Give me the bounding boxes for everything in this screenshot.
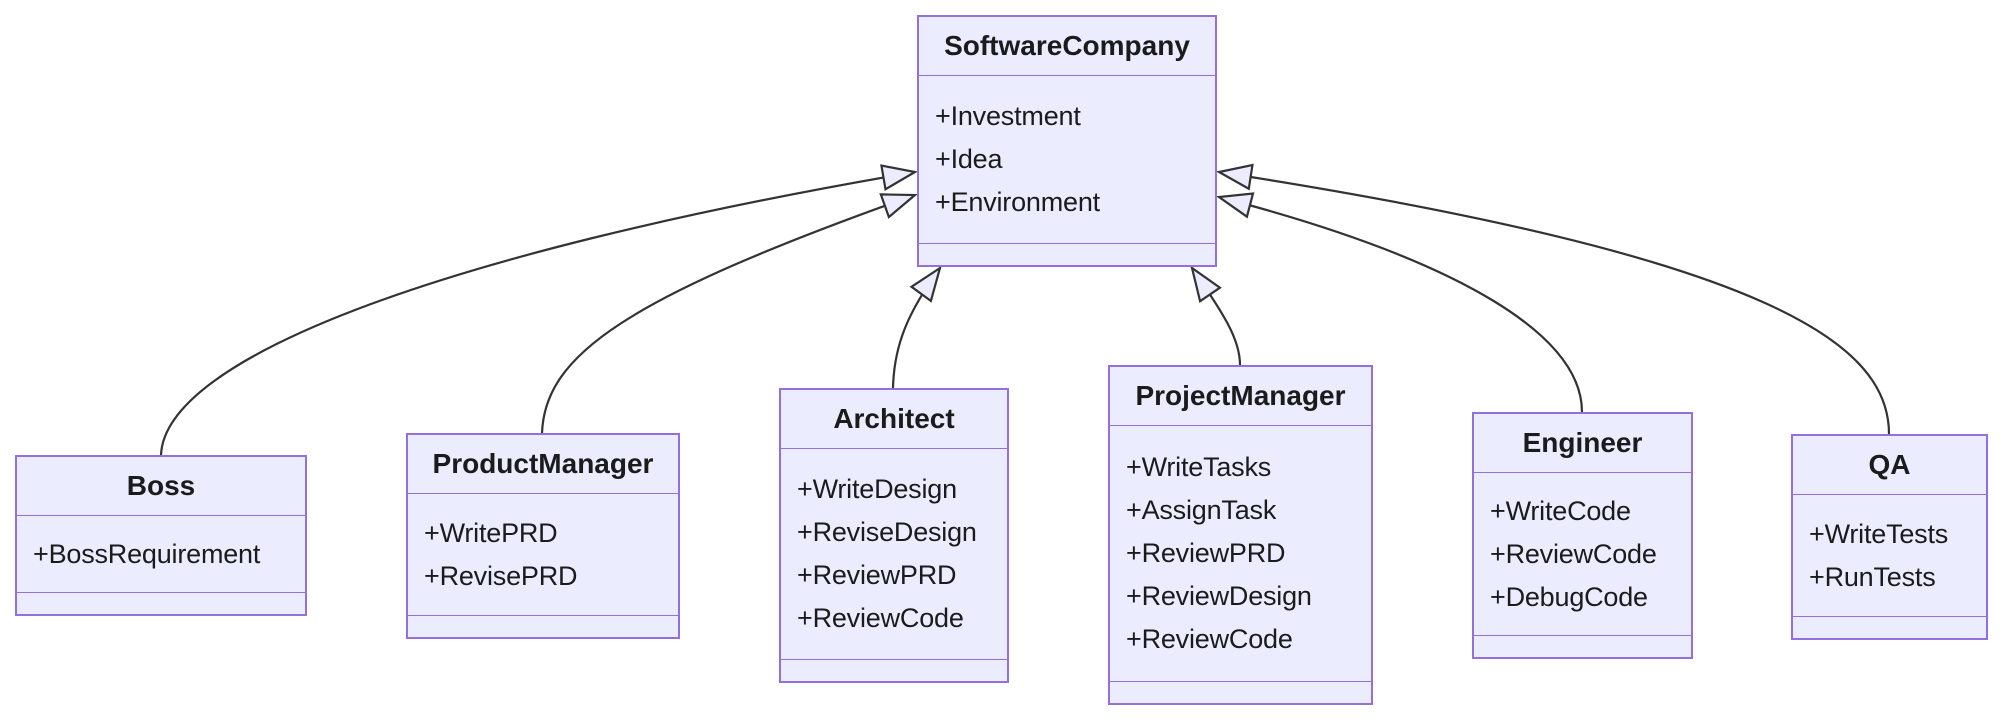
class-node-boss: Boss +BossRequirement xyxy=(15,455,307,616)
class-member: +Environment xyxy=(935,187,1100,217)
class-name: Engineer xyxy=(1474,414,1691,473)
class-node-engineer: Engineer +WriteCode +ReviewCode +DebugCo… xyxy=(1472,412,1693,659)
class-methods-compartment xyxy=(408,615,678,637)
class-name: Architect xyxy=(781,390,1007,449)
class-member: +Idea xyxy=(935,144,1003,174)
class-members: +WriteTasks +AssignTask +ReviewPRD +Revi… xyxy=(1110,426,1371,681)
class-node-project-manager: ProjectManager +WriteTasks +AssignTask +… xyxy=(1108,365,1373,705)
class-members: +WriteDesign +ReviseDesign +ReviewPRD +R… xyxy=(781,449,1007,659)
class-member: +ReviewPRD xyxy=(1126,538,1286,568)
class-members: +BossRequirement xyxy=(17,516,305,592)
edge-product-manager-inheritance-arrow xyxy=(540,195,915,434)
edge-architect-inheritance-arrow xyxy=(891,268,940,389)
class-node-software-company: SoftwareCompany +Investment +Idea +Envir… xyxy=(917,15,1217,267)
class-members: +WriteCode +ReviewCode +DebugCode xyxy=(1474,473,1691,635)
class-node-qa: QA +WriteTests +RunTests xyxy=(1791,434,1988,640)
class-member: +WriteTests xyxy=(1809,518,1949,549)
class-member: +DebugCode xyxy=(1490,581,1648,612)
class-member: +Investment xyxy=(935,101,1081,131)
class-methods-compartment xyxy=(1110,681,1371,703)
class-methods-compartment xyxy=(1474,635,1691,657)
class-node-architect: Architect +WriteDesign +ReviseDesign +Re… xyxy=(779,388,1009,683)
class-member: +WritePRD xyxy=(424,517,558,548)
class-member: +AssignTask xyxy=(1126,495,1277,525)
class-member: +ReviewDesign xyxy=(1126,581,1312,611)
class-node-product-manager: ProductManager +WritePRD +RevisePRD xyxy=(406,433,680,639)
class-member: +ReviewCode xyxy=(1126,624,1293,654)
class-name: ProjectManager xyxy=(1110,367,1371,426)
class-name: Boss xyxy=(17,457,305,516)
class-member: +WriteTasks xyxy=(1126,452,1272,482)
class-member: +ReviseDesign xyxy=(797,517,977,547)
class-member: +BossRequirement xyxy=(33,538,261,569)
class-methods-compartment xyxy=(1793,616,1986,638)
edge-project-manager-inheritance-arrow xyxy=(1192,268,1242,366)
class-name: QA xyxy=(1793,436,1986,495)
class-members: +WritePRD +RevisePRD xyxy=(408,494,678,615)
class-name: SoftwareCompany xyxy=(919,17,1215,76)
class-member: +RunTests xyxy=(1809,561,1936,592)
class-methods-compartment xyxy=(781,659,1007,681)
class-member: +ReviewCode xyxy=(797,603,964,633)
edge-boss-inheritance-arrow xyxy=(159,172,915,456)
class-member: +ReviewPRD xyxy=(797,560,957,590)
class-member: +WriteCode xyxy=(1490,495,1631,526)
class-members: +Investment +Idea +Environment xyxy=(919,76,1215,243)
class-member: +RevisePRD xyxy=(424,560,578,591)
class-name: ProductManager xyxy=(408,435,678,494)
edge-qa-inheritance-arrow xyxy=(1219,172,1891,435)
class-members: +WriteTests +RunTests xyxy=(1793,495,1986,616)
class-member: +ReviewCode xyxy=(1490,538,1657,569)
class-methods-compartment xyxy=(17,592,305,614)
edge-engineer-inheritance-arrow xyxy=(1219,197,1584,413)
class-methods-compartment xyxy=(919,243,1215,265)
class-member: +WriteDesign xyxy=(797,474,957,504)
